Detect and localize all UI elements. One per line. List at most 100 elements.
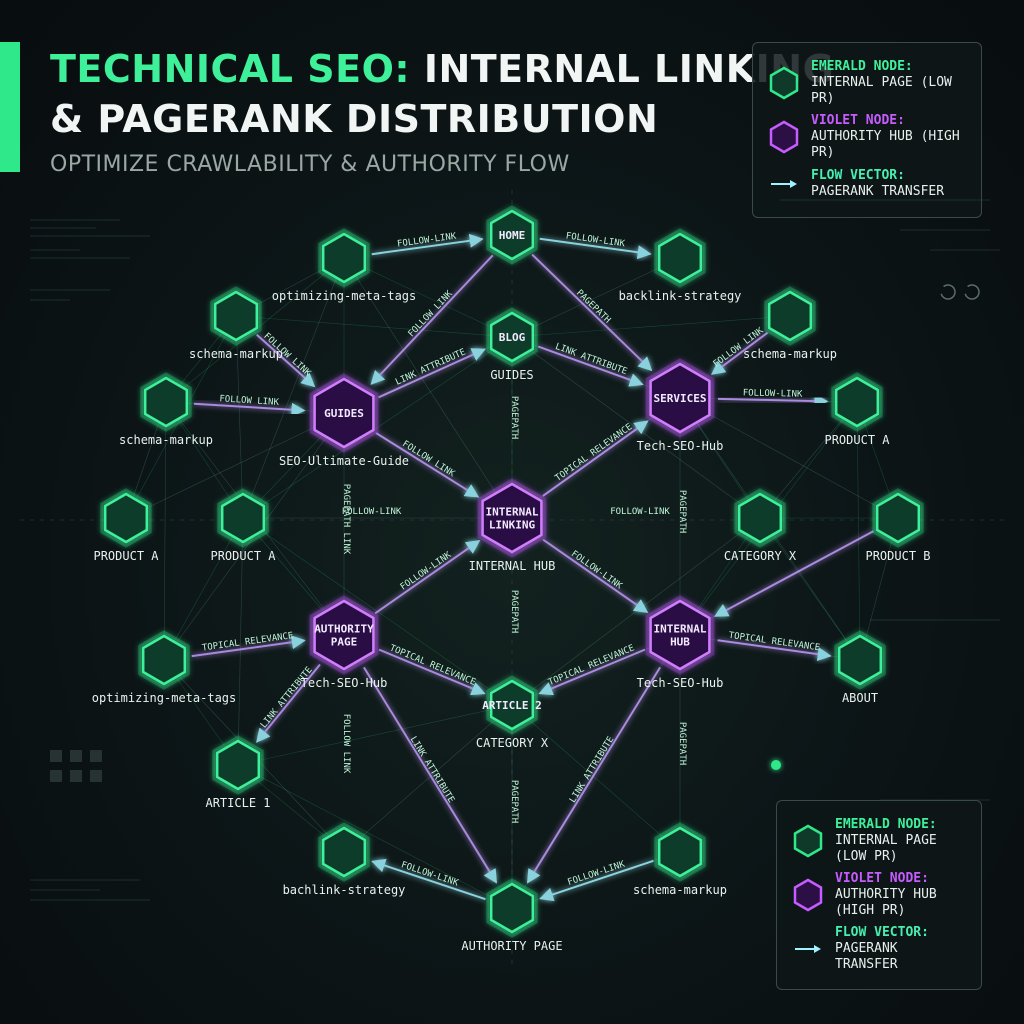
edge-label: PAGEPATH: [574, 288, 612, 325]
node-label: SEO-Ultimate-Guide: [279, 454, 409, 468]
edge-label: LINK ATTRIBUTE: [394, 347, 467, 387]
node-prodA3[interactable]: PRODUCT A: [824, 372, 890, 447]
flow-edge-internal-ihub: [542, 538, 649, 613]
legend-row-flow: FLOW VECTOR:PAGERANK TRANSFER: [767, 167, 967, 201]
edge-label: FOLLOW-LINK: [569, 549, 624, 592]
flow-edge-omt2-authority: [191, 635, 306, 658]
legend-row-emerald: EMERALD NODE:INTERNAL PAGE (LOW PR): [767, 59, 967, 107]
edge-label: TOPICAL RELEVANCE: [728, 631, 821, 654]
emerald-hexagon-glow: [654, 822, 706, 882]
emerald-hexagon-icon: [875, 492, 921, 544]
flow-edge-home-guides: [370, 254, 494, 385]
flow-edge-internal-services: [542, 420, 649, 497]
violet-hexagon-icon: [313, 377, 375, 449]
node-label: GUIDES: [490, 368, 533, 382]
mesh-line: [237, 704, 513, 766]
violet-hexagon-glow: [477, 478, 547, 558]
edge-label: PAGEPATH: [677, 490, 687, 533]
node-sm4[interactable]: schema-markup: [633, 822, 727, 897]
emerald-hexagon-icon: [657, 826, 703, 878]
emerald-hexagon-icon: [737, 492, 783, 544]
violet-hexagon-icon: [649, 362, 711, 434]
legend-top: EMERALD NODE:INTERNAL PAGE (LOW PR) VIOL…: [752, 42, 982, 218]
edge-label: FOLLOW-LINK: [342, 507, 402, 517]
emerald-hexagon-icon: [143, 376, 189, 428]
emerald-hexagon-glow: [138, 630, 190, 690]
mesh-line: [125, 412, 345, 519]
decor-square: [50, 750, 62, 762]
node-bs2[interactable]: bachlink-strategy: [283, 822, 406, 897]
edge-label: PAGEPATH: [509, 590, 519, 633]
legend-emerald-title-2: EMERALD NODE:: [835, 817, 937, 832]
flow-edge-home-services: [531, 253, 653, 372]
legend-row-emerald-2: EMERALD NODE:INTERNAL PAGE (LOW PR): [791, 817, 967, 865]
node-catX1[interactable]: CATEGORY X: [724, 488, 797, 563]
node-prodA2[interactable]: PRODUCT A: [210, 488, 276, 563]
emerald-hexagon-glow: [486, 878, 538, 938]
flow-edge-ihub-article2: [538, 648, 646, 696]
node-article1[interactable]: ARTICLE 1: [205, 735, 271, 810]
flow-edge-blog-services: [537, 345, 644, 387]
node-sm3[interactable]: schema-markup: [743, 286, 837, 361]
mesh-line: [679, 397, 899, 519]
node-guides[interactable]: GUIDES SEO-Ultimate-Guide: [279, 373, 409, 468]
flow-edge-prodB-ihub: [714, 530, 874, 617]
flow-arrow-icon: [795, 945, 821, 953]
legend-violet-title: VIOLET NODE:: [811, 113, 905, 128]
emerald-hexagon-glow: [210, 286, 262, 346]
emerald-hexagon-glow: [654, 228, 706, 288]
emerald-hexagon-icon: [220, 492, 266, 544]
node-prodA1[interactable]: PRODUCT A: [93, 488, 159, 563]
node-authpage[interactable]: AUTHORITY PAGE: [461, 878, 563, 953]
node-inner-text: HUB: [670, 636, 690, 649]
node-omt2[interactable]: optimizing-meta-tags: [92, 630, 237, 705]
node-about[interactable]: ABOUT: [834, 630, 886, 705]
edge-label: FOLLOW-LINK: [743, 388, 803, 399]
flow-edge-sm4-authpage: [539, 859, 654, 902]
mesh-line: [163, 517, 244, 661]
emerald-hexagon-icon: [489, 679, 535, 731]
node-label: schema-markup: [743, 347, 837, 361]
node-label: Tech-SEO-Hub: [637, 439, 724, 453]
emerald-hexagon-icon: [215, 739, 261, 791]
emerald-hexagon-icon: [489, 209, 535, 261]
edge-label: PAGEPATH: [509, 780, 519, 823]
legend-flow-desc: PAGERANK TRANSFER: [811, 184, 945, 199]
node-label: backlink-strategy: [619, 289, 742, 303]
emerald-hexagon-glow: [486, 307, 538, 367]
violet-hexagon-glow: [309, 595, 379, 675]
decor-square: [90, 770, 102, 782]
emerald-hexagon-glow: [140, 372, 192, 432]
emerald-hexagon-icon: [793, 824, 823, 858]
node-omt1[interactable]: optimizing-meta-tags: [272, 228, 417, 303]
node-label: PRODUCT A: [210, 549, 276, 563]
emerald-hexagon-glow: [872, 488, 924, 548]
node-prodB[interactable]: PRODUCT B: [865, 488, 931, 563]
node-label: Tech-SEO-Hub: [301, 676, 388, 690]
legend-flow-desc-2: PAGERANK TRANSFER: [835, 941, 898, 972]
node-home[interactable]: HOME: [486, 205, 538, 265]
emerald-hexagon-glow: [212, 735, 264, 795]
flow-edge-guides-blog: [378, 348, 486, 399]
node-bs1[interactable]: backlink-strategy: [619, 228, 742, 303]
legend-violet-title-2: VIOLET NODE:: [835, 871, 929, 886]
node-inner-text: HOME: [499, 229, 526, 242]
node-label: AUTHORITY PAGE: [461, 939, 562, 953]
node-sm2[interactable]: schema-markup: [119, 372, 213, 447]
flow-edge-omt1-home: [371, 233, 484, 256]
mesh-line: [759, 401, 858, 519]
legend-violet-desc-2: AUTHORITY HUB (HIGH PR): [835, 887, 937, 918]
node-inner-text: GUIDES: [324, 407, 364, 420]
edge-label: FOLLOW-LINK: [610, 507, 670, 517]
decor-square: [50, 770, 62, 782]
node-sm1[interactable]: schema-markup: [189, 286, 283, 361]
flow-edge-ihub-about: [717, 639, 832, 662]
title-line-1: TECHNICAL SEO: INTERNAL LINKING: [50, 44, 834, 94]
